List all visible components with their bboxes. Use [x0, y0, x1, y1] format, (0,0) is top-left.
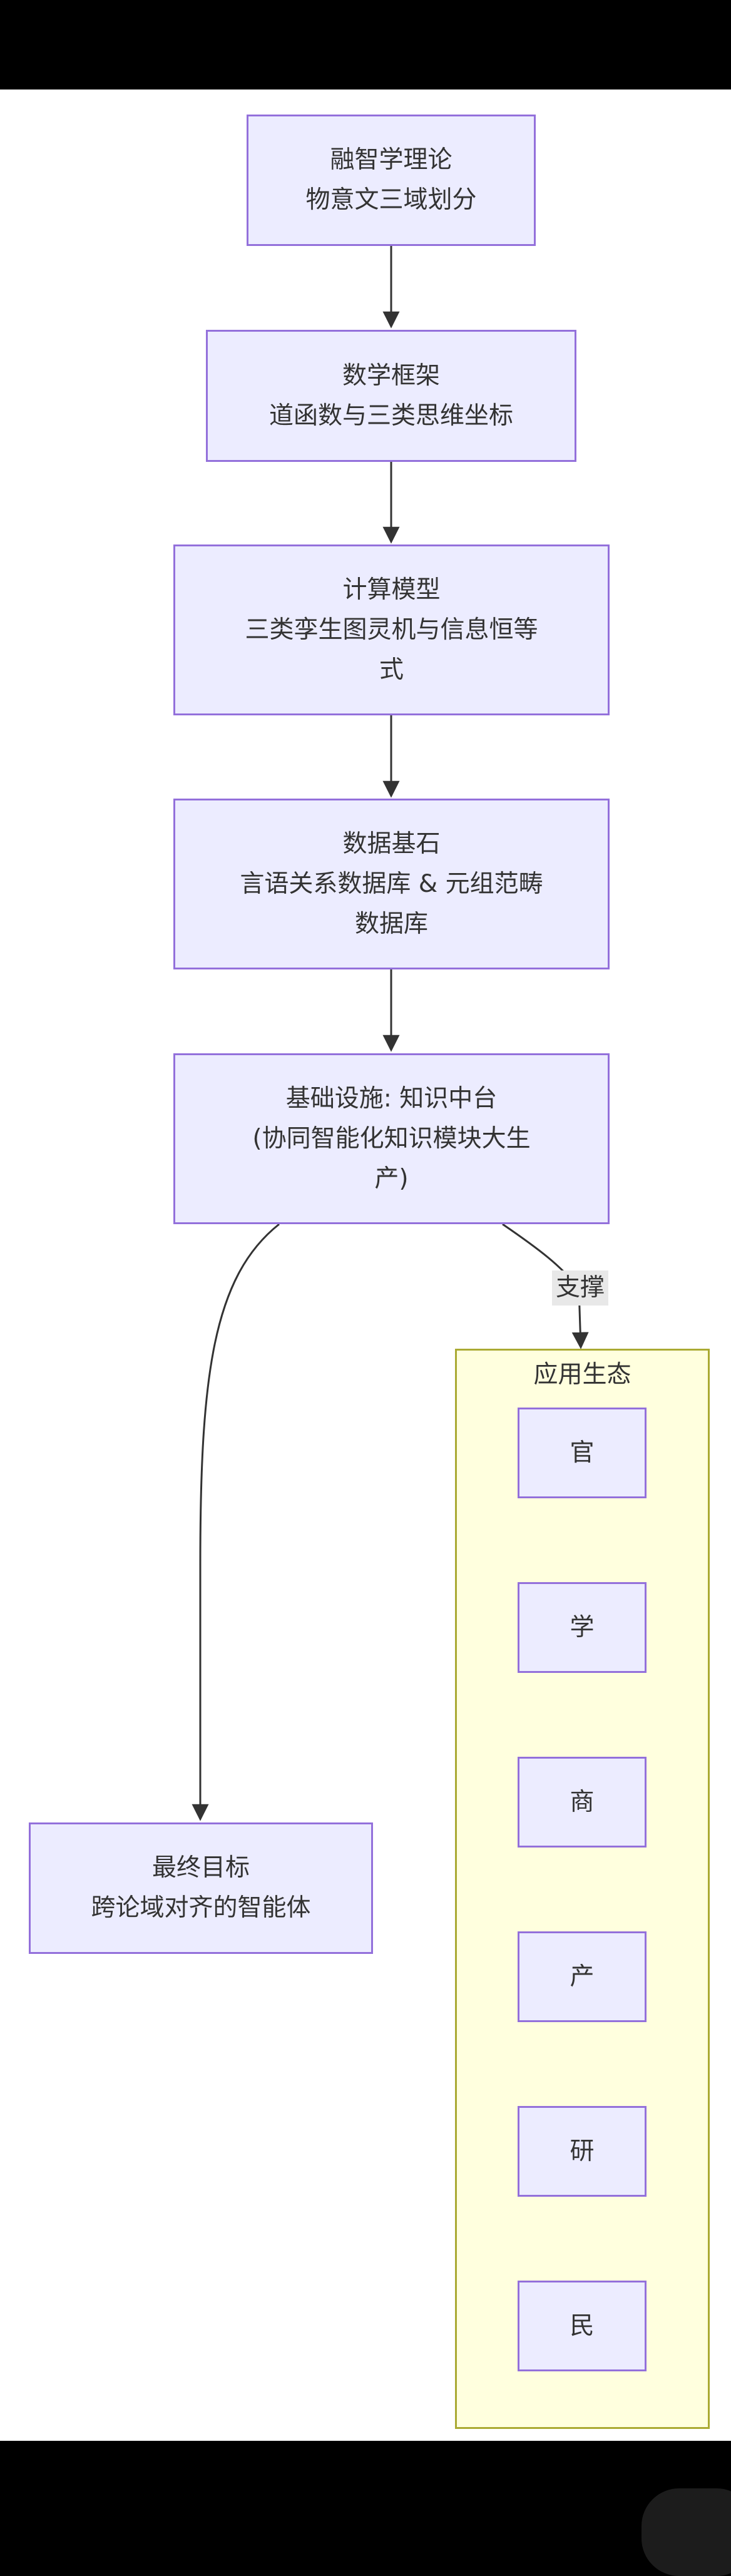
node-theory: 融智学理论 物意文三域划分 — [247, 115, 536, 246]
cluster-title: 应用生态 — [533, 1361, 631, 1389]
node-data-line-3: 数据库 — [354, 909, 428, 938]
node-data-line-1: 数据基石 — [342, 829, 441, 858]
node-theory-line-1: 融智学理论 — [330, 146, 452, 174]
cluster-item-gov-label: 官 — [570, 1438, 595, 1467]
cluster-item-academia: 学 — [518, 1582, 647, 1673]
cluster-item-public: 民 — [518, 2281, 647, 2371]
cluster-item-research-label: 研 — [570, 2137, 595, 2165]
node-data-line-2: 言语关系数据库 & 元组范畴 — [240, 869, 543, 898]
cluster-item-gov: 官 — [518, 1408, 647, 1498]
cluster-item-industry-label: 产 — [570, 1962, 595, 1991]
node-infra-line-3: 产) — [374, 1164, 409, 1193]
node-data: 数据基石 言语关系数据库 & 元组范畴 数据库 — [173, 799, 610, 969]
cluster-item-industry: 产 — [518, 1931, 647, 2022]
node-compute-line-1: 计算模型 — [342, 575, 441, 604]
cluster-item-business: 商 — [518, 1757, 647, 1848]
node-compute-line-3: 式 — [379, 655, 404, 684]
cluster-item-business-label: 商 — [570, 1787, 595, 1816]
edge-label-support: 支撑 — [552, 1270, 609, 1306]
cluster-application-ecosystem: 应用生态 — [455, 1349, 710, 2429]
node-compute: 计算模型 三类孪生图灵机与信息恒等 式 — [173, 544, 610, 715]
node-math-line-2: 道函数与三类思维坐标 — [268, 401, 513, 430]
node-infra-line-1: 基础设施: 知识中台 — [285, 1084, 498, 1113]
corner-overlay — [642, 2488, 731, 2576]
node-goal-line-2: 跨论域对齐的智能体 — [91, 1894, 311, 1922]
cluster-item-research: 研 — [518, 2106, 647, 2197]
node-compute-line-2: 三类孪生图灵机与信息恒等 — [245, 615, 538, 644]
cluster-item-academia-label: 学 — [570, 1613, 595, 1642]
node-infra-line-2: (协同智能化知识模块大生 — [252, 1124, 531, 1153]
node-infra: 基础设施: 知识中台 (协同智能化知识模块大生 产) — [173, 1053, 610, 1224]
node-math-line-1: 数学框架 — [342, 361, 440, 390]
node-goal-line-1: 最终目标 — [151, 1854, 250, 1882]
node-theory-line-2: 物意文三域划分 — [305, 186, 477, 214]
cluster-item-public-label: 民 — [570, 2311, 595, 2340]
node-math: 数学框架 道函数与三类思维坐标 — [206, 330, 576, 462]
node-goal: 最终目标 跨论域对齐的智能体 — [29, 1822, 373, 1954]
